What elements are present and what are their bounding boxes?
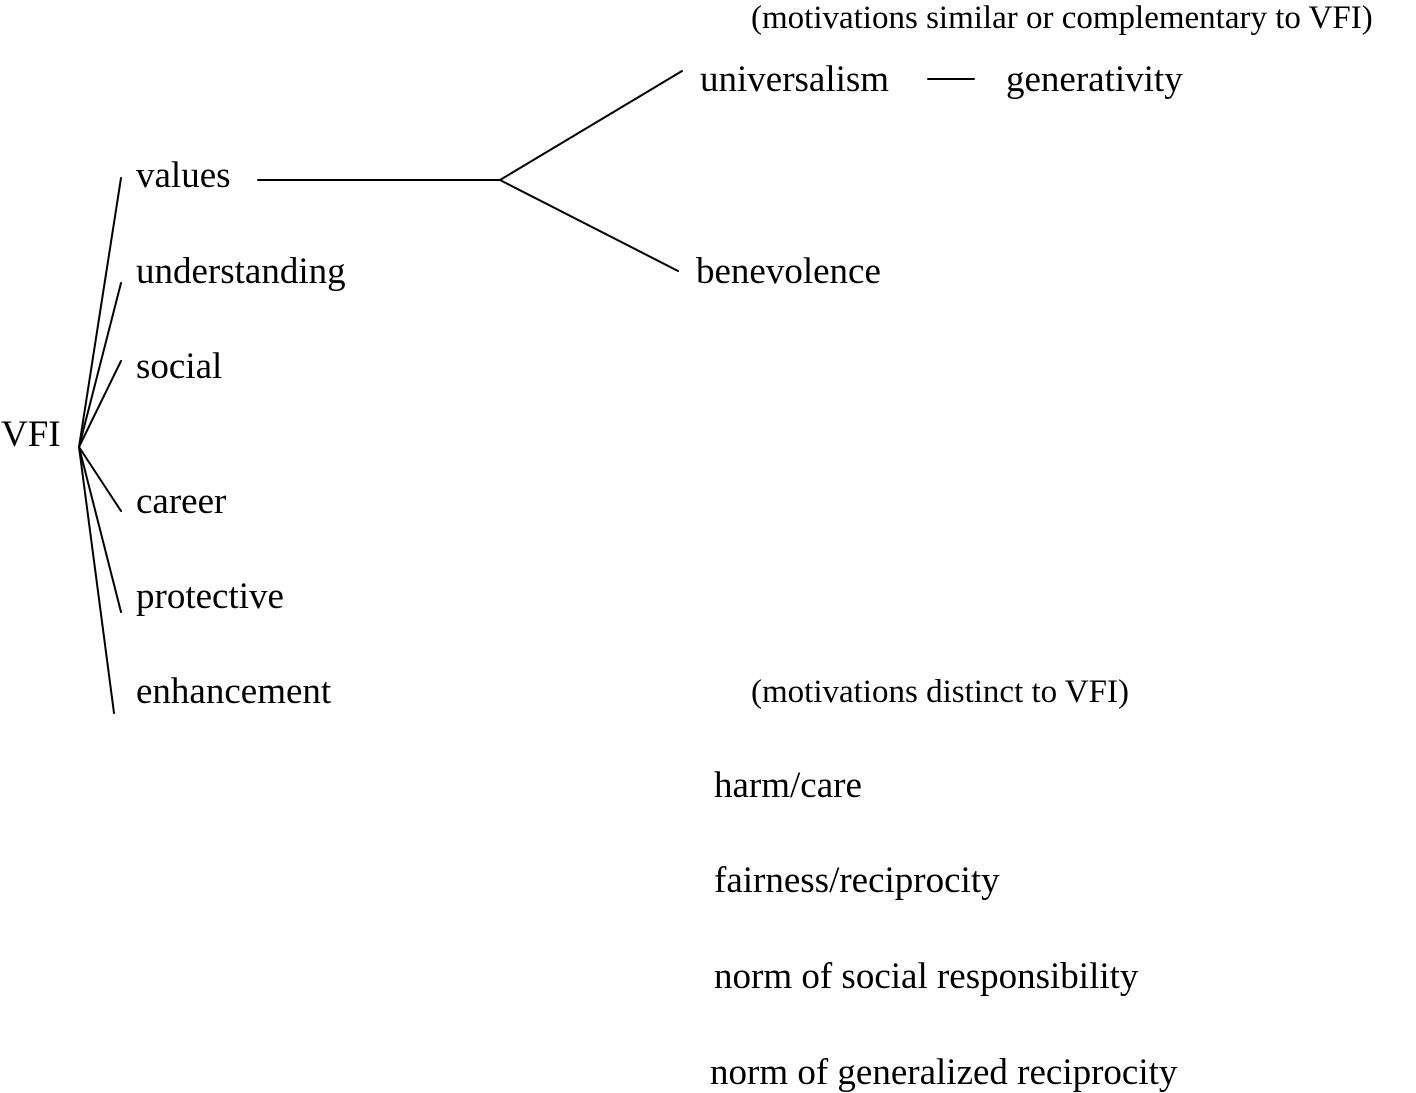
distinct-item-fairness-reciprocity: fairness/reciprocity (714, 860, 1000, 901)
factor-social: social (136, 346, 223, 387)
vfi-root-label: VFI (1, 414, 61, 455)
vfi-to-enhancement-line (78, 446, 115, 714)
vfi-to-career-line (78, 446, 122, 512)
vfi-to-values-line (78, 177, 122, 448)
factor-understanding: understanding (136, 251, 346, 292)
distinct-item-harm-care: harm/care (714, 765, 862, 806)
factor-values: values (136, 155, 231, 196)
factor-enhancement: enhancement (136, 671, 332, 712)
factor-protective: protective (136, 576, 284, 617)
similar-item-universalism: universalism (700, 59, 890, 100)
vfi-to-protective-line (78, 446, 122, 613)
factor-career: career (136, 481, 227, 522)
similar-item-generativity: generativity (1006, 59, 1183, 100)
distinct-item-social-responsibility: norm of social responsibility (714, 956, 1139, 997)
distinct-motivations-heading: (motivations distinct to VFI) (751, 674, 1129, 710)
distinct-item-generalized-reciprocity: norm of generalized reciprocity (710, 1052, 1178, 1093)
similar-motivations-heading: (motivations similar or complementary to… (751, 0, 1373, 36)
vfi-to-social-line (78, 360, 122, 448)
similar-item-benevolence: benevolence (696, 251, 881, 292)
values-to-benevolence-line (499, 179, 679, 272)
vfi-to-understanding-line (78, 282, 122, 448)
values-to-universalism-line (499, 70, 683, 181)
